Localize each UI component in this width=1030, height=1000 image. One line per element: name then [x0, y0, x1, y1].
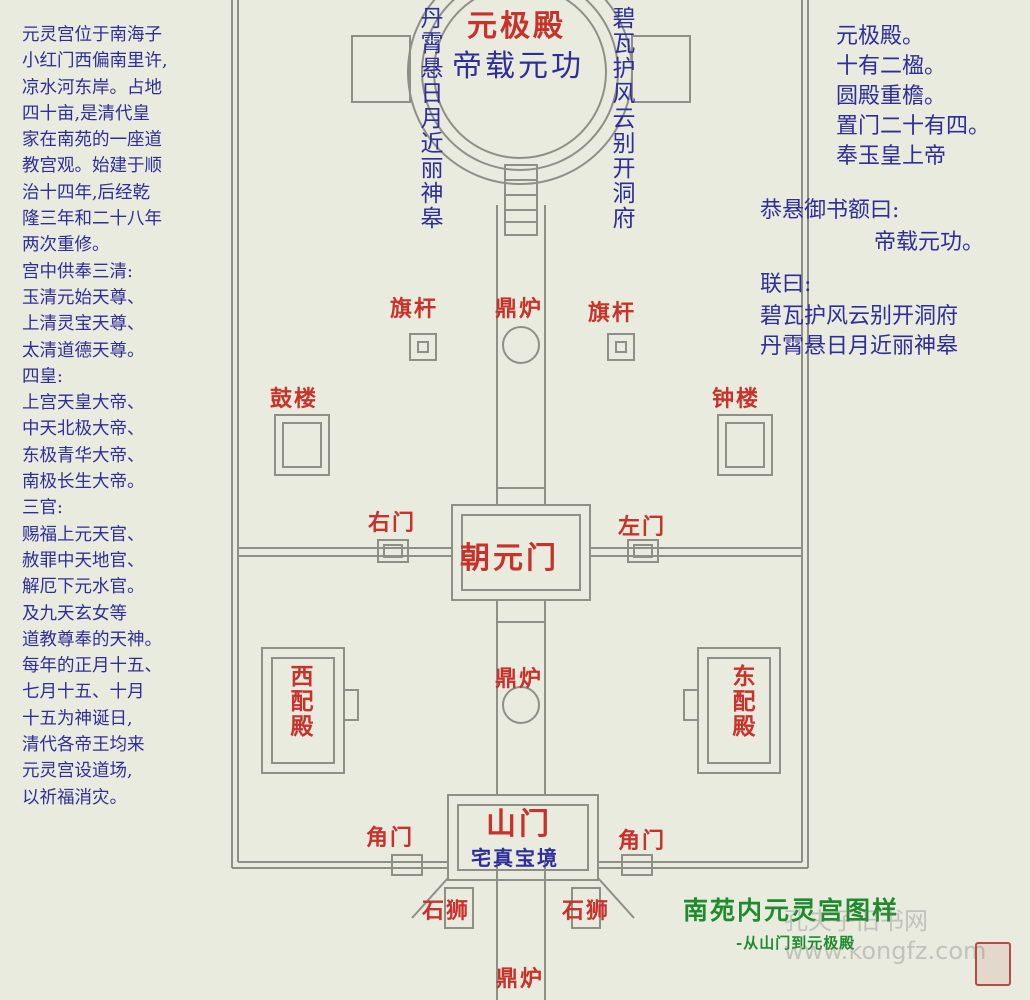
intro-line: 中天北极大帝、 [22, 419, 145, 440]
intro-line: 赐福上元天官、 [22, 524, 145, 545]
mountain-gate-shape [447, 794, 599, 881]
right-gate-label: 右门 [368, 510, 417, 536]
intro-line: 玉清元始天尊、 [22, 287, 145, 308]
censer-top-shape [502, 326, 540, 364]
left-gate-shape [627, 539, 659, 563]
intro-line: 太清道德天尊。 [22, 340, 145, 361]
hall-note-line: 十有二楹。 [836, 54, 947, 79]
hall-note-line: 圆殿重檐。 [836, 84, 947, 109]
corner-gate-west-label: 角门 [366, 825, 415, 851]
intro-line: 两次重修。 [22, 235, 110, 256]
stone-lion-east-label: 石狮 [562, 898, 611, 924]
stone-lion-west-label: 石狮 [422, 898, 471, 924]
bell-tower-label: 钟楼 [712, 386, 761, 412]
intro-line: 元灵宫位于南海子 [22, 25, 162, 45]
intro-line: 四十亩,是清代皇 [22, 103, 151, 124]
corner-gate-east-label: 角门 [618, 828, 667, 854]
intro-line: 十五为神诞日, [22, 708, 133, 729]
hall-note-line: 置门二十有四。 [836, 114, 991, 139]
intro-line: 南极长生大帝。 [22, 472, 145, 493]
intro-line: 教宫观。始建于顺 [22, 156, 162, 177]
flagpole-west-label: 旗杆 [390, 296, 439, 322]
intro-line: 东极青华大帝、 [22, 445, 145, 466]
caption-title: 南苑内元灵宫图样 [683, 896, 900, 925]
intro-line: 每年的正月十五、 [22, 656, 162, 677]
hall-note-line: 奉玉皇上帝 [836, 144, 947, 169]
bell-tower-shape [717, 414, 773, 476]
right-gate-shape [377, 539, 409, 563]
intro-line: 上清灵宝天尊、 [22, 314, 145, 335]
flagpole-east-label: 旗杆 [588, 300, 637, 326]
censer-mid-label: 鼎炉 [495, 666, 544, 692]
flagpole-east-base [607, 333, 635, 361]
main-hall-label: 元极殿 [467, 9, 566, 44]
intro-line: 以祈福消灾。 [22, 787, 127, 808]
east-hall-label: 东配殿 [728, 664, 755, 739]
couplet-right-vertical: 碧瓦护风云别开洞府 [608, 6, 634, 231]
main-hall-plaque: 帝载元功 [452, 49, 584, 84]
intro-line: 解厄下元水官。 [22, 577, 145, 598]
west-hall-label: 西配殿 [286, 664, 313, 739]
couplet-line: 丹霄悬日月近丽神皋 [760, 334, 959, 359]
censer-bottom-label: 鼎炉 [496, 966, 545, 992]
intro-line: 隆三年和二十八年 [22, 209, 162, 230]
stone-lion-east-base [571, 887, 601, 929]
intro-line: 凉水河东岸。占地 [22, 77, 162, 98]
intro-line: 清代各帝王均来 [22, 735, 145, 756]
drum-tower-label: 鼓楼 [270, 386, 319, 412]
intro-line: 治十四年,后经乾 [22, 182, 151, 203]
couplet-intro: 联曰: [760, 272, 812, 297]
plaque-intro: 恭悬御书额曰: [760, 198, 900, 223]
plaque-text: 帝载元功。 [874, 230, 985, 255]
flagpole-west-base [409, 333, 437, 361]
hall-note-line: 元极殿。 [836, 24, 925, 49]
watermark: 孔夫子旧书网 www.kongfz.com [784, 907, 987, 965]
intro-line: 上宫天皇大帝、 [22, 393, 145, 414]
mountain-gate-plaque: 宅真宝境 [471, 846, 559, 870]
couplet-line: 碧瓦护风云别开洞府 [760, 304, 959, 329]
chaoyuan-gate-label: 朝元门 [460, 541, 559, 576]
censer-top-label: 鼎炉 [495, 296, 544, 322]
corner-gate-west-shape [391, 854, 423, 876]
corner-gate-east-shape [621, 854, 653, 876]
main-hall-steps [504, 164, 538, 236]
stone-lion-west-base [444, 887, 474, 929]
intro-line: 家在南苑的一座道 [22, 130, 162, 151]
intro-line: 七月十五、十月 [22, 682, 145, 703]
caption-subtitle: -从山门到元极殿 [736, 934, 856, 952]
intro-line: 道教尊奉的天神。 [22, 629, 162, 650]
seal-stamp-icon [975, 942, 1011, 986]
drum-tower-shape [274, 414, 330, 476]
intro-line: 三官: [22, 498, 63, 519]
left-gate-label: 左门 [618, 514, 667, 540]
intro-line: 小红门西偏南里许, [22, 51, 168, 72]
couplet-left-vertical: 丹霄悬日月近丽神皋 [416, 6, 442, 231]
history-description: 元灵宫位于南海子小红门西偏南里许, 凉水河东岸。占地四十亩,是清代皇家在南苑的一座… [22, 22, 227, 811]
intro-line: 四皇: [22, 366, 63, 387]
censer-mid-shape [502, 686, 540, 724]
mountain-gate-label: 山门 [486, 807, 552, 842]
intro-line: 宫中供奉三清: [22, 261, 133, 282]
intro-line: 赦罪中天地官、 [22, 550, 145, 571]
intro-line: 元灵宫设道场, [22, 761, 133, 782]
intro-line: 及九天玄女等 [22, 603, 127, 624]
